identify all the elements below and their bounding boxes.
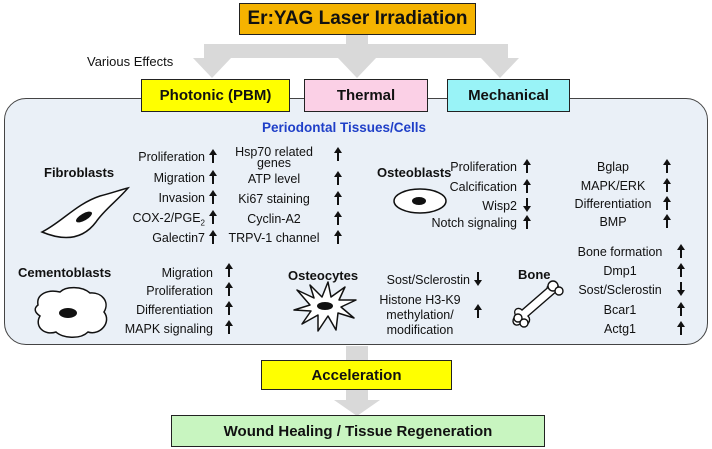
osteocyte-item-3: modification: [386, 323, 454, 337]
up-arrow-icon: [224, 262, 234, 278]
fibro-left-1: Migration: [153, 171, 205, 185]
cemento-item-2: Differentiation: [136, 303, 213, 317]
up-arrow-icon: [208, 229, 218, 245]
up-arrow-icon: [333, 146, 343, 162]
up-arrow-icon: [208, 169, 218, 185]
periodontal-panel: [4, 98, 708, 345]
fibroblasts-label: Fibroblasts: [44, 165, 115, 180]
fibro-right-2: ATP level: [247, 172, 301, 186]
bone-item-2: Sost/Sclerostin: [578, 283, 662, 297]
fibro-left-2: Invasion: [158, 191, 205, 205]
cementoblasts-label: Cementoblasts: [18, 265, 112, 280]
fibro-right-1: genes: [256, 156, 292, 170]
osteocytes-label: Osteocytes: [288, 268, 359, 283]
osteoblast-right-0: Bglap: [597, 160, 629, 174]
osteoblast-right-3: BMP: [599, 215, 627, 229]
up-arrow-icon: [333, 229, 343, 245]
up-arrow-icon: [522, 178, 532, 194]
thermal-label: Thermal: [336, 87, 396, 104]
result-box: Wound Healing / Tissue Regeneration: [171, 415, 545, 447]
cemento-item-3: MAPK signaling: [124, 322, 213, 336]
mechanical-box: Mechanical: [447, 79, 570, 112]
osteoblast-right-1: MAPK/ERK: [580, 179, 646, 193]
down-arrow-icon: [676, 281, 686, 297]
panel-title: Periodontal Tissues/Cells: [262, 120, 427, 135]
up-arrow-icon: [208, 189, 218, 205]
result-label: Wound Healing / Tissue Regeneration: [223, 422, 493, 440]
bone-item-0: Bone formation: [577, 245, 663, 259]
up-arrow-icon: [333, 170, 343, 186]
up-arrow-icon: [224, 300, 234, 316]
acceleration-label: Acceleration: [311, 366, 402, 384]
up-arrow-icon: [473, 303, 483, 319]
up-arrow-icon: [208, 209, 218, 225]
fibro-left-0: Proliferation: [138, 150, 205, 164]
up-arrow-icon: [662, 177, 672, 193]
osteoblast-left-3: Notch signaling: [431, 216, 517, 230]
fibro-right-5: TRPV-1 channel: [228, 231, 320, 245]
cox-subscript: 2: [200, 218, 205, 228]
bone-item-3: Bcar1: [603, 303, 637, 317]
osteocyte-item-0: Sost/Sclerostin: [386, 273, 470, 287]
er-yag-title-box: Er:YAG Laser Irradiation: [239, 3, 476, 35]
up-arrow-icon: [224, 281, 234, 297]
thermal-box: Thermal: [304, 79, 428, 112]
fibro-left-4: Galectin7: [152, 231, 205, 245]
cementoblast-cell-icon: [34, 286, 108, 338]
up-arrow-icon: [676, 320, 686, 336]
fibroblast-cell-icon: [40, 186, 131, 239]
osteoblast-left-2: Wisp2: [482, 199, 517, 213]
fibro-right-4: Cyclin-A2: [247, 212, 301, 226]
osteoblast-left-1: Calcification: [449, 180, 517, 194]
acceleration-box: Acceleration: [261, 360, 452, 390]
bone-icon: [512, 280, 564, 328]
mechanical-label: Mechanical: [468, 87, 549, 104]
up-arrow-icon: [662, 213, 672, 229]
osteocyte-cell-icon: [293, 281, 357, 332]
photonic-box: Photonic (PBM): [141, 79, 290, 112]
bone-label: Bone: [518, 267, 551, 282]
fibro-left-3: COX-2/PGE2: [110, 211, 205, 231]
cemento-item-1: Proliferation: [146, 284, 213, 298]
fibro-right-3: Ki67 staining: [238, 192, 310, 206]
bone-item-4: Actg1: [604, 322, 636, 336]
osteocyte-item-2: methylation/: [386, 308, 454, 322]
up-arrow-icon: [208, 148, 218, 164]
er-yag-title: Er:YAG Laser Irradiation: [247, 8, 468, 29]
up-arrow-icon: [333, 190, 343, 206]
up-arrow-icon: [676, 301, 686, 317]
fibro-right-0: Hsp70 related: [235, 145, 313, 159]
bone-item-1: Dmp1: [603, 264, 637, 278]
osteoblast-left-0: Proliferation: [450, 160, 517, 174]
photonic-label: Photonic (PBM): [159, 87, 272, 104]
osteoblast-right-2: Differentiation: [574, 197, 652, 211]
osteoblast-cell-icon: [393, 188, 447, 214]
osteoblasts-label: Osteoblasts: [377, 165, 452, 180]
various-effects-label: Various Effects: [87, 54, 174, 69]
down-arrow-icon: [522, 197, 532, 213]
up-arrow-icon: [676, 262, 686, 278]
up-arrow-icon: [224, 319, 234, 335]
up-arrow-icon: [522, 214, 532, 230]
osteocyte-item-1: Histone H3-K9: [379, 293, 461, 307]
cox-label: COX-2/PGE: [132, 211, 201, 225]
down-arrow-icon: [473, 271, 483, 287]
cemento-item-0: Migration: [161, 266, 213, 280]
up-arrow-icon: [333, 210, 343, 226]
up-arrow-icon: [662, 158, 672, 174]
up-arrow-icon: [522, 158, 532, 174]
up-arrow-icon: [662, 195, 672, 211]
up-arrow-icon: [676, 243, 686, 259]
